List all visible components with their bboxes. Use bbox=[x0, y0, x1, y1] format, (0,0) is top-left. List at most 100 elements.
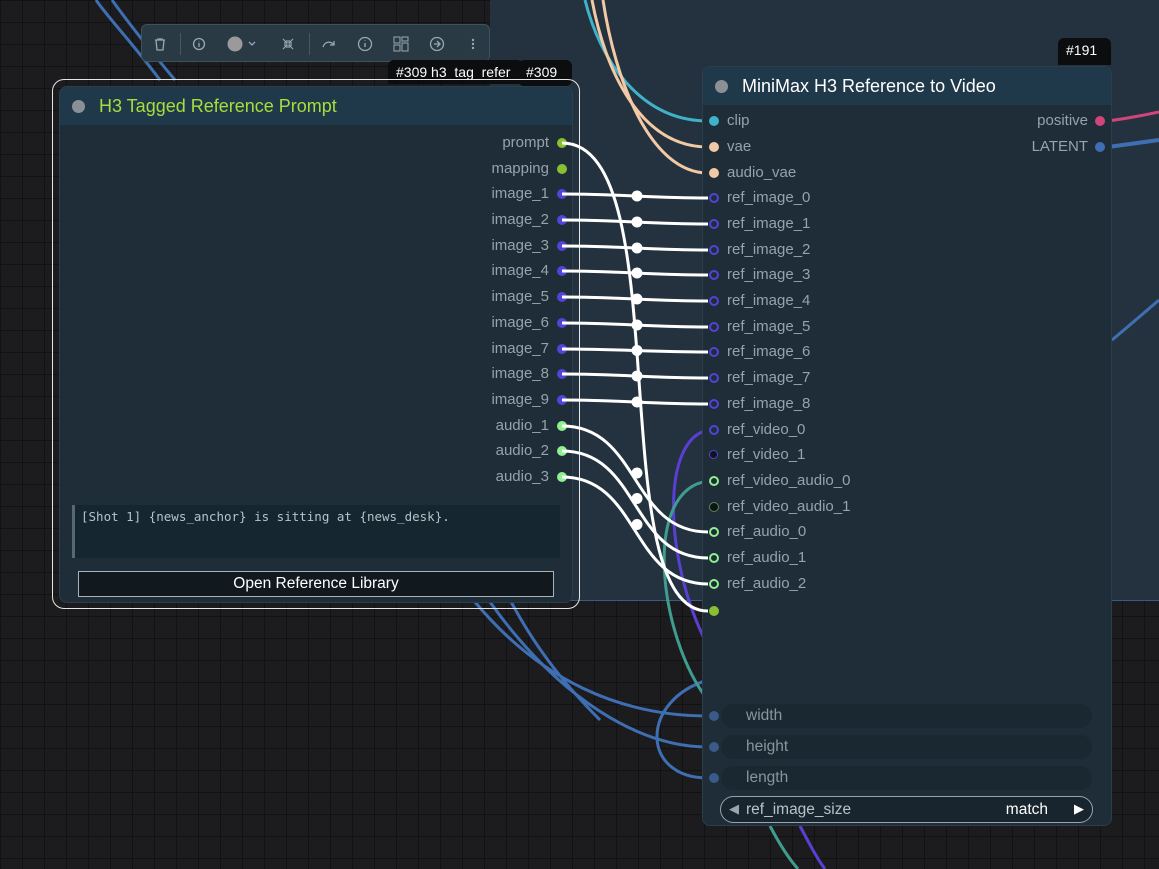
output-slot-label: image_1 bbox=[491, 185, 549, 202]
input-slot-dot[interactable] bbox=[709, 399, 719, 409]
layout-grid-icon[interactable] bbox=[391, 34, 411, 54]
input-slot-label: ref_video_audio_1 bbox=[727, 498, 851, 515]
input-slot-dot[interactable] bbox=[709, 425, 719, 435]
input-slot-label: ref_image_5 bbox=[727, 318, 811, 335]
input-slot-dot[interactable] bbox=[709, 476, 719, 486]
combo-prev-icon[interactable]: ◀ bbox=[729, 801, 739, 816]
output-slot-label: image_3 bbox=[491, 237, 549, 254]
arrow-right-circle-icon[interactable] bbox=[427, 34, 447, 54]
output-slot-dot[interactable] bbox=[557, 241, 567, 251]
input-slot-dot[interactable] bbox=[709, 579, 719, 589]
node-title-bar[interactable]: H3 Tagged Reference Prompt bbox=[60, 87, 572, 125]
input-slot-label: ref_image_8 bbox=[727, 395, 811, 412]
output-slot-dot[interactable] bbox=[557, 369, 567, 379]
output-slot-label: LATENT bbox=[1031, 138, 1088, 155]
input-slot-dot[interactable] bbox=[709, 193, 719, 203]
input-slot-label: ref_audio_1 bbox=[727, 549, 807, 566]
output-slot-dot[interactable] bbox=[557, 395, 567, 405]
combo-value: match bbox=[1005, 801, 1048, 818]
input-slot-label: vae bbox=[727, 138, 752, 155]
node-id-badge-left: #309 bbox=[518, 60, 572, 86]
collapse-icon[interactable] bbox=[278, 34, 298, 54]
input-slot-label: ref_image_6 bbox=[727, 343, 811, 360]
collapse-dot-icon[interactable] bbox=[72, 99, 85, 113]
output-slot-label: image_9 bbox=[491, 391, 549, 408]
input-slot-dot[interactable] bbox=[709, 142, 719, 152]
input-slot-label: clip bbox=[727, 112, 750, 129]
widget-input-dot[interactable] bbox=[709, 773, 719, 783]
node-toolbar bbox=[141, 24, 490, 62]
input-slot-label: ref_image_3 bbox=[727, 266, 811, 283]
output-slot-label: positive bbox=[1037, 112, 1088, 129]
input-slot-dot[interactable] bbox=[709, 527, 719, 537]
prompt-textarea[interactable]: [Shot 1] {news_anchor} is sitting at {ne… bbox=[72, 505, 560, 558]
output-slot-label: prompt bbox=[502, 134, 549, 151]
output-slot-label: image_4 bbox=[491, 262, 549, 279]
input-slot-dot[interactable] bbox=[709, 296, 719, 306]
output-slot-label: audio_3 bbox=[495, 468, 549, 485]
widget-length[interactable]: length bbox=[721, 766, 1092, 790]
output-slot-label: audio_1 bbox=[495, 417, 549, 434]
input-slot-dot[interactable] bbox=[709, 553, 719, 563]
output-slot-label: image_6 bbox=[491, 314, 549, 331]
node-title-bar[interactable]: MiniMax H3 Reference to Video bbox=[703, 67, 1111, 105]
output-slot-label: image_7 bbox=[491, 340, 549, 357]
input-slot-dot[interactable] bbox=[709, 219, 719, 229]
output-slot-label: mapping bbox=[491, 160, 549, 177]
input-slot-dot[interactable] bbox=[709, 245, 719, 255]
collapse-dot-icon[interactable] bbox=[715, 79, 728, 93]
input-slot-label: ref_video_audio_0 bbox=[727, 472, 851, 489]
output-slot-dot[interactable] bbox=[557, 138, 567, 148]
input-slot-label: ref_image_4 bbox=[727, 292, 811, 309]
input-slot-dot[interactable] bbox=[709, 450, 718, 459]
color-circle-icon[interactable] bbox=[224, 34, 260, 54]
widget-height[interactable]: height bbox=[721, 735, 1092, 759]
input-slot-label: ref_image_2 bbox=[727, 241, 811, 258]
output-slot-dot[interactable] bbox=[557, 446, 567, 456]
output-slot-dot[interactable] bbox=[1095, 142, 1105, 152]
open-reference-library-button[interactable]: Open Reference Library bbox=[78, 571, 554, 597]
output-slot-dot[interactable] bbox=[557, 344, 567, 354]
input-slot-dot[interactable] bbox=[709, 502, 719, 512]
output-slot-dot[interactable] bbox=[557, 215, 567, 225]
input-slot-dot[interactable] bbox=[709, 168, 719, 178]
input-slot-dot[interactable] bbox=[709, 373, 719, 383]
output-slot-label: audio_2 bbox=[495, 442, 549, 459]
node-minimax-h3-reference-to-video[interactable]: MiniMax H3 Reference to Video bbox=[702, 66, 1112, 826]
node-id-badge-right: #191 bbox=[1058, 38, 1111, 65]
output-slot-label: image_2 bbox=[491, 211, 549, 228]
combo-next-icon[interactable]: ▶ bbox=[1074, 801, 1084, 816]
info-icon[interactable] bbox=[355, 34, 375, 54]
output-slot-dot[interactable] bbox=[557, 318, 567, 328]
node-badge-title: #309 h3_tag_refer bbox=[388, 60, 523, 84]
output-slot-dot[interactable] bbox=[557, 421, 567, 431]
output-slot-label: image_5 bbox=[491, 288, 549, 305]
trash-icon[interactable] bbox=[150, 34, 170, 54]
widget-input-dot[interactable] bbox=[709, 711, 719, 721]
input-slot-dot-extra[interactable] bbox=[709, 606, 719, 616]
input-slot-label: ref_audio_0 bbox=[727, 523, 807, 540]
widget-width[interactable]: width bbox=[721, 704, 1092, 728]
output-slot-dot[interactable] bbox=[557, 472, 567, 482]
output-slot-dot[interactable] bbox=[557, 292, 567, 302]
more-vertical-icon[interactable] bbox=[463, 34, 483, 54]
input-slot-dot[interactable] bbox=[709, 270, 719, 280]
redo-icon[interactable] bbox=[319, 34, 339, 54]
input-slot-dot[interactable] bbox=[709, 116, 719, 126]
ref-image-size-combo[interactable]: ◀ ref_image_size match ▶ bbox=[720, 796, 1093, 823]
input-slot-label: ref_video_1 bbox=[727, 446, 806, 463]
node-title: MiniMax H3 Reference to Video bbox=[742, 75, 996, 96]
output-slot-dot[interactable] bbox=[557, 164, 567, 174]
output-slot-dot[interactable] bbox=[1095, 116, 1105, 126]
output-slot-label: image_8 bbox=[491, 365, 549, 382]
input-slot-label: ref_audio_2 bbox=[727, 575, 807, 592]
widget-input-dot[interactable] bbox=[709, 742, 719, 752]
output-slot-dot[interactable] bbox=[557, 266, 567, 276]
input-slot-dot[interactable] bbox=[709, 347, 719, 357]
input-slot-label: ref_image_0 bbox=[727, 189, 811, 206]
input-slot-dot[interactable] bbox=[709, 322, 719, 332]
input-slot-label: ref_image_7 bbox=[727, 369, 811, 386]
output-slot-dot[interactable] bbox=[557, 189, 567, 199]
info-circle-icon[interactable] bbox=[189, 34, 209, 54]
input-slot-label: ref_video_0 bbox=[727, 421, 806, 438]
